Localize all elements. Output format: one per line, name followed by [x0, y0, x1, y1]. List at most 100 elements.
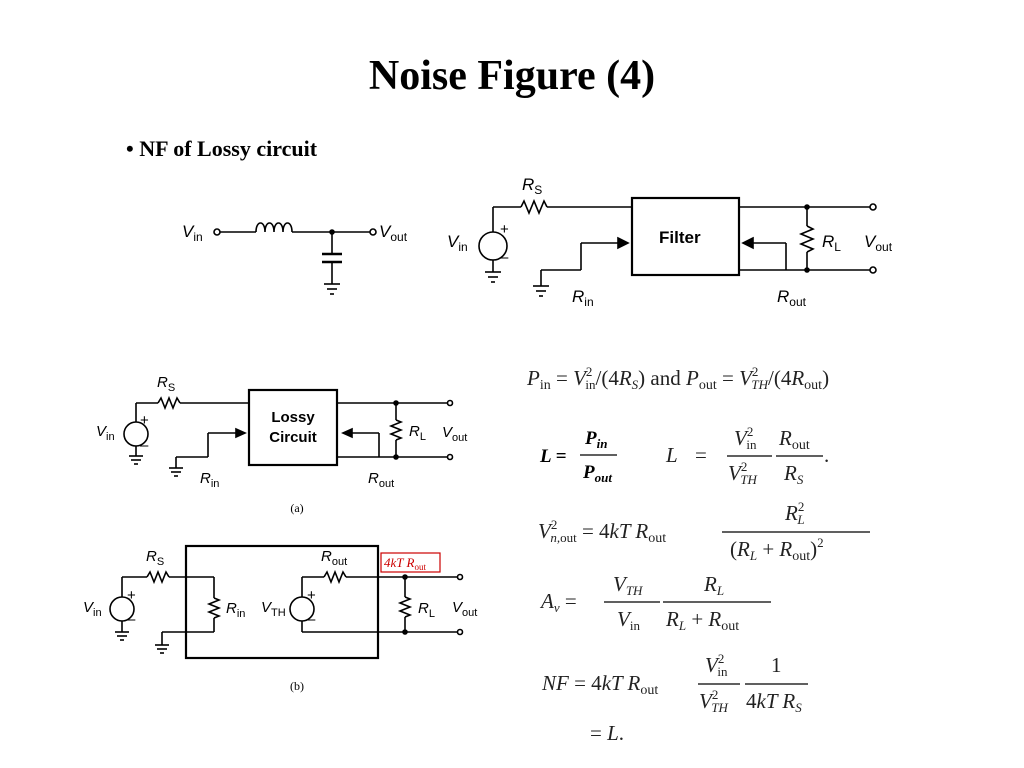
lc-network-diagram: [213, 222, 377, 295]
svg-text:Vin: Vin: [617, 607, 640, 633]
resistor-rs-icon: [146, 569, 170, 585]
svg-text:RS: RS: [522, 175, 542, 197]
polarity-signs: +– +– +– +–: [127, 221, 509, 628]
vin-label-sub: in: [193, 230, 202, 244]
rl-label-sub: L: [834, 240, 841, 254]
vin-label-sub: in: [106, 431, 115, 443]
lossy-label-2: Circuit: [269, 429, 317, 446]
svg-text:R2L: R2L: [784, 499, 805, 527]
equation-gain: Av = VTH Vin RL RL + Rout: [539, 572, 739, 634]
svg-text:+: +: [307, 587, 316, 604]
svg-text:Pin: Pin: [584, 428, 607, 451]
resistor-rs-icon: [520, 198, 548, 216]
vth-label: V: [261, 599, 273, 616]
svg-text:Rout: Rout: [368, 470, 394, 490]
vout-label: V: [379, 222, 392, 241]
rin-label-sub: in: [237, 608, 246, 620]
vin-label: V: [447, 232, 460, 251]
svg-text:Vin: Vin: [447, 232, 468, 254]
rin-label-sub: in: [211, 478, 220, 490]
rout-label: R: [321, 548, 332, 565]
vout-label-sub: out: [875, 240, 892, 254]
rs-label: R: [157, 374, 168, 391]
rl-label: R: [822, 232, 834, 251]
svg-text:Vout: Vout: [864, 232, 893, 254]
rl-label-sub: L: [420, 431, 426, 443]
svg-text:Vin: Vin: [96, 423, 115, 443]
thevenin-diagram-b: [109, 544, 464, 660]
vout-label: V: [864, 232, 877, 251]
noise-annotation-sub: out: [414, 562, 426, 572]
vin-label: V: [182, 222, 195, 241]
vout-label-sub: out: [390, 230, 407, 244]
svg-text:Av =: Av =: [539, 589, 577, 615]
svg-text:RS: RS: [157, 374, 175, 394]
svg-text:Vout: Vout: [379, 222, 408, 244]
vout-label: V: [452, 599, 464, 616]
rin-label: R: [226, 600, 237, 617]
svg-text:RL: RL: [822, 232, 841, 254]
svg-text:Vout: Vout: [452, 599, 477, 619]
noise-annotation-box: [380, 552, 441, 573]
svg-text:–: –: [127, 611, 136, 628]
resistor-rout-icon: [323, 569, 347, 585]
rl-label: R: [409, 423, 420, 440]
svg-text:+: +: [140, 412, 149, 429]
filter-label: Filter: [659, 228, 701, 247]
filter-diagram: [478, 196, 877, 297]
svg-text:–: –: [500, 249, 509, 266]
vin-label-sub: in: [93, 607, 102, 619]
svg-text:4kT RS: 4kT RS: [746, 689, 802, 715]
svg-text:L: L: [665, 443, 678, 467]
fraction-bars: [580, 454, 870, 685]
lossy-circuit-block: [247, 388, 339, 467]
vout-label-sub: out: [452, 432, 467, 444]
ground-icon: [485, 271, 501, 283]
svg-text:= L.: = L.: [590, 721, 624, 745]
svg-text:Rin: Rin: [200, 470, 219, 490]
noise-annotation: 4kT R: [384, 555, 415, 570]
rout-label-sub: out: [789, 295, 806, 309]
svg-text:RS: RS: [146, 548, 164, 568]
svg-text:–: –: [307, 611, 316, 628]
svg-text:RS: RS: [783, 461, 804, 487]
ground-icon: [324, 283, 340, 295]
vout-label: V: [442, 424, 454, 441]
ground-icon: [129, 455, 143, 465]
svg-text:RL: RL: [409, 423, 426, 443]
rs-label: R: [522, 175, 534, 194]
svg-text:NF = 4kT Rout: NF = 4kT Rout: [541, 671, 658, 698]
svg-text:V2n,out = 4kT Rout: V2n,out = 4kT Rout: [538, 517, 666, 546]
arrow-icon: [235, 427, 247, 439]
rs-label: R: [146, 548, 157, 565]
svg-text:Vin: Vin: [182, 222, 203, 244]
slide-title: Noise Figure (4): [368, 53, 656, 99]
svg-text:Pout: Pout: [582, 462, 612, 485]
svg-text:Rout: Rout: [777, 287, 807, 309]
svg-text:Rout: Rout: [321, 548, 347, 568]
equation-loss-definition: L = Pin Pout: [539, 428, 612, 485]
svg-text:=: =: [695, 443, 707, 467]
svg-text:+: +: [500, 221, 509, 238]
rs-label-sub: S: [157, 556, 164, 568]
ground-icon: [115, 631, 129, 641]
ground-icon: [169, 467, 183, 477]
svg-text:Vin: Vin: [83, 599, 102, 619]
vin-label: V: [96, 423, 108, 440]
vin-label: V: [83, 599, 95, 616]
rl-label-sub: L: [429, 608, 435, 620]
resistor-rs-icon: [157, 395, 181, 411]
lossy-label-1: Lossy: [271, 409, 315, 426]
arrow-icon: [617, 236, 630, 250]
arrow-icon: [341, 427, 353, 439]
arrow-icon: [741, 236, 754, 250]
ground-icon: [533, 285, 549, 297]
